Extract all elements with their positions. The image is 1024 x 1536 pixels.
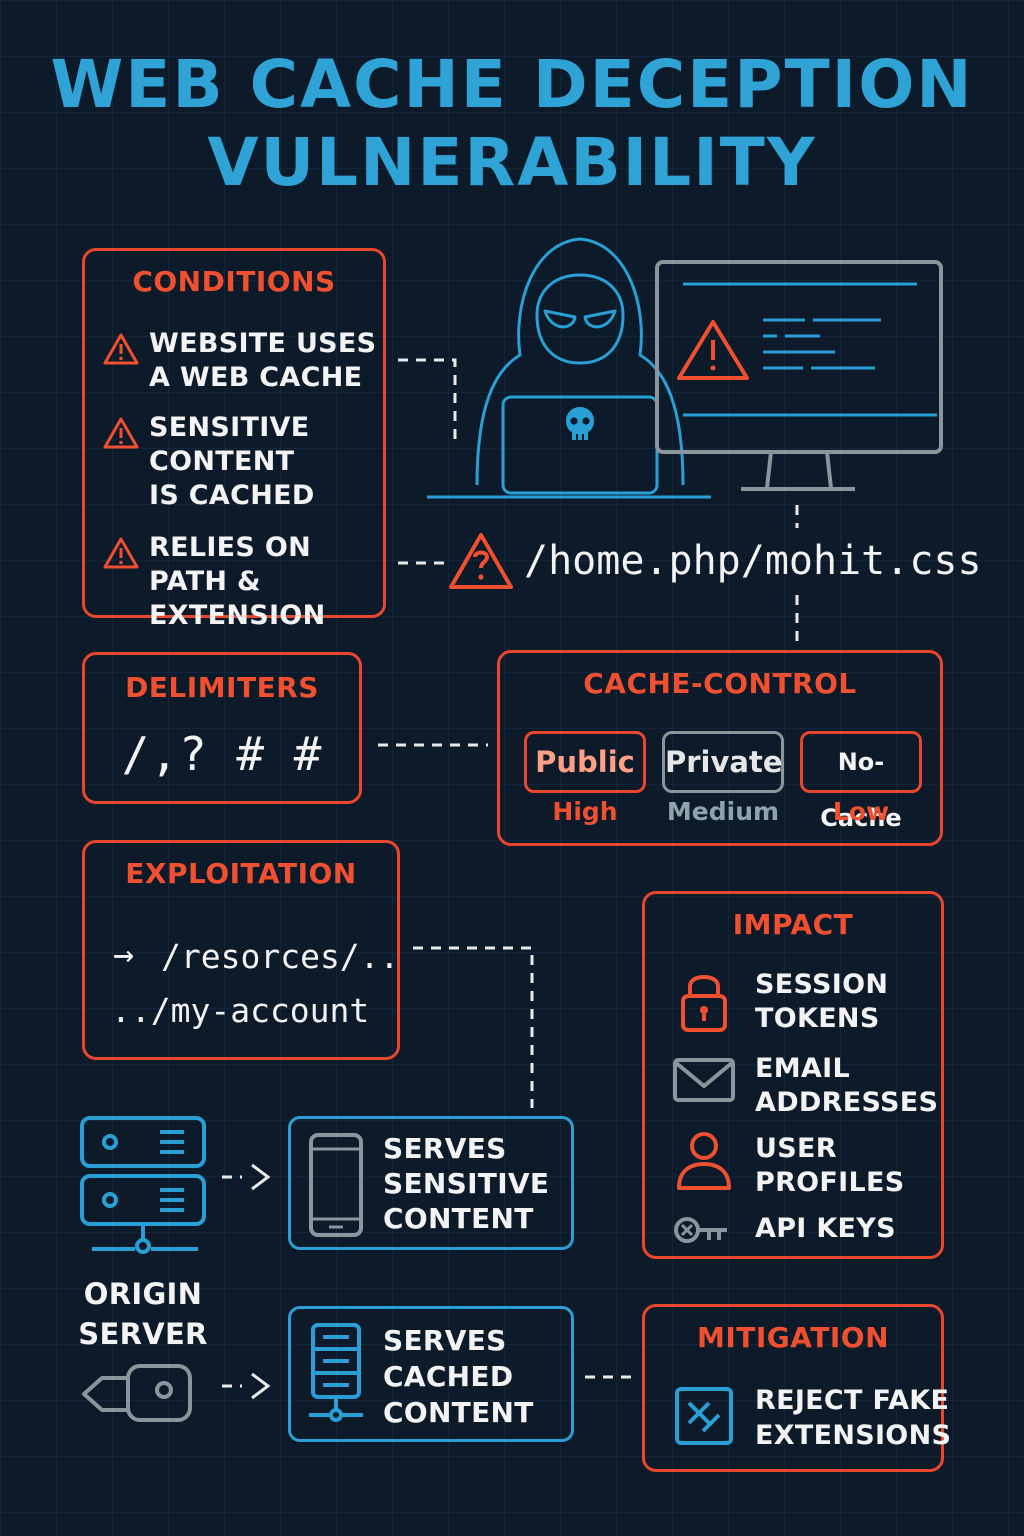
condition-line: A WEB CACHE [149,362,363,393]
origin-server-line: SERVER [78,1317,208,1351]
condition-item: WEBSITE USES A WEB CACHE [103,327,376,395]
serves-sensitive-box: SERVES SENSITIVE CONTENT [288,1116,574,1250]
arrowhead-cached [251,1372,271,1400]
key-icon [674,1217,727,1243]
envelope-icon [673,1058,735,1102]
cache-control-heading: CACHE-CONTROL [583,667,857,700]
reject-extension-icon [675,1387,733,1445]
impact-line: TOKENS [755,1003,880,1034]
page-title-line-1: WEB CACHE DECEPTION [50,46,974,123]
serves-cached-box: SERVES CACHED CONTENT [288,1306,574,1442]
condition-line: CONTENT [149,446,295,477]
impact-item: USER PROFILES [673,1132,905,1200]
origin-server-line: ORIGIN [83,1277,203,1311]
impact-line: ADDRESSES [755,1087,939,1118]
attack-url: /home.php/mohit.css [524,538,982,584]
cache-server-icon [309,1323,363,1422]
delimiters-value: /,? # # [121,727,323,781]
condition-item: RELIES ON PATH & EXTENSION [103,531,383,633]
mitigation-box: MITIGATION REJECT FAKE EXTENSIONS [642,1304,951,1472]
warning-icon [103,537,139,569]
serves-cached-line: SERVES [383,1324,507,1357]
impact-line: USER [755,1133,837,1164]
mitigation-line: REJECT FAKE [755,1385,950,1416]
arrowhead-sensitive [251,1163,271,1191]
condition-line: PATH & EXTENSION [149,566,326,631]
risk-level: High [552,797,618,826]
serves-cached-line: CACHED [383,1360,514,1393]
exploit-path-line: ../my-account [111,991,370,1030]
condition-line: SENSITIVE [149,412,310,443]
impact-item: SESSION TOKENS [673,968,888,1036]
user-icon [677,1132,731,1190]
impact-box: IMPACT SESSION TOKENS EMAIL ADDRESSES US… [642,891,944,1259]
conditions-heading: CONDITIONS [132,265,336,298]
impact-line: PROFILES [755,1167,905,1198]
monitor-icon [655,260,943,491]
cache-option-public: Public [524,731,646,793]
serves-cached-line: CONTENT [383,1396,534,1429]
lock-icon [681,975,727,1032]
impact-heading: IMPACT [732,908,854,941]
warning-icon [103,417,139,449]
delimiters-heading: DELIMITERS [125,671,319,704]
impact-line: API KEYS [755,1213,896,1244]
exploit-path-line: /resorces/.. [161,937,400,976]
mitigation-heading: MITIGATION [696,1321,890,1354]
server-icon [80,1116,206,1254]
serves-sensitive-line: SERVES [383,1132,507,1165]
conditions-box: CONDITIONS WEBSITE USES A WEB CACHE SENS… [82,248,386,631]
page-title-line-2: VULNERABILITY [207,124,817,201]
mitigation-line: EXTENSIONS [755,1420,952,1451]
origin-server-label: ORIGIN SERVER [60,1274,226,1354]
condition-item: SENSITIVE CONTENT IS CACHED [103,411,315,513]
risk-level: Medium [666,797,780,826]
impact-line: SESSION [755,969,889,1000]
warning-question-icon [449,533,513,589]
cache-control-box: CACHE-CONTROL Public High Private Medium… [497,650,943,846]
impact-item: API KEYS [673,1212,896,1252]
delimiters-box: DELIMITERS /,? # # [82,652,362,804]
condition-line: RELIES ON [149,532,312,563]
serves-sensitive-line: SENSITIVE [383,1167,550,1200]
warning-icon [103,333,139,365]
connector-conditions-hacker [398,358,457,440]
cache-option-private: Private [662,731,784,793]
risk-level: Low [832,797,890,826]
arrow-right-icon: → [113,935,135,975]
serves-sensitive-line: CONTENT [383,1202,534,1235]
exploitation-heading: EXPLOITATION [125,857,357,890]
connector-exploitation-sensitive [413,946,534,1108]
condition-line: IS CACHED [149,480,315,511]
impact-line: EMAIL [755,1053,850,1084]
impact-item: EMAIL ADDRESSES [673,1052,938,1120]
mobile-device-icon [309,1133,363,1237]
key-icon [82,1364,192,1422]
exploitation-box: EXPLOITATION → /resorces/.. ../my-accoun… [82,840,400,1060]
condition-line: WEBSITE USES [149,328,377,359]
cache-option-no-cache: No-Cache [800,731,922,832]
